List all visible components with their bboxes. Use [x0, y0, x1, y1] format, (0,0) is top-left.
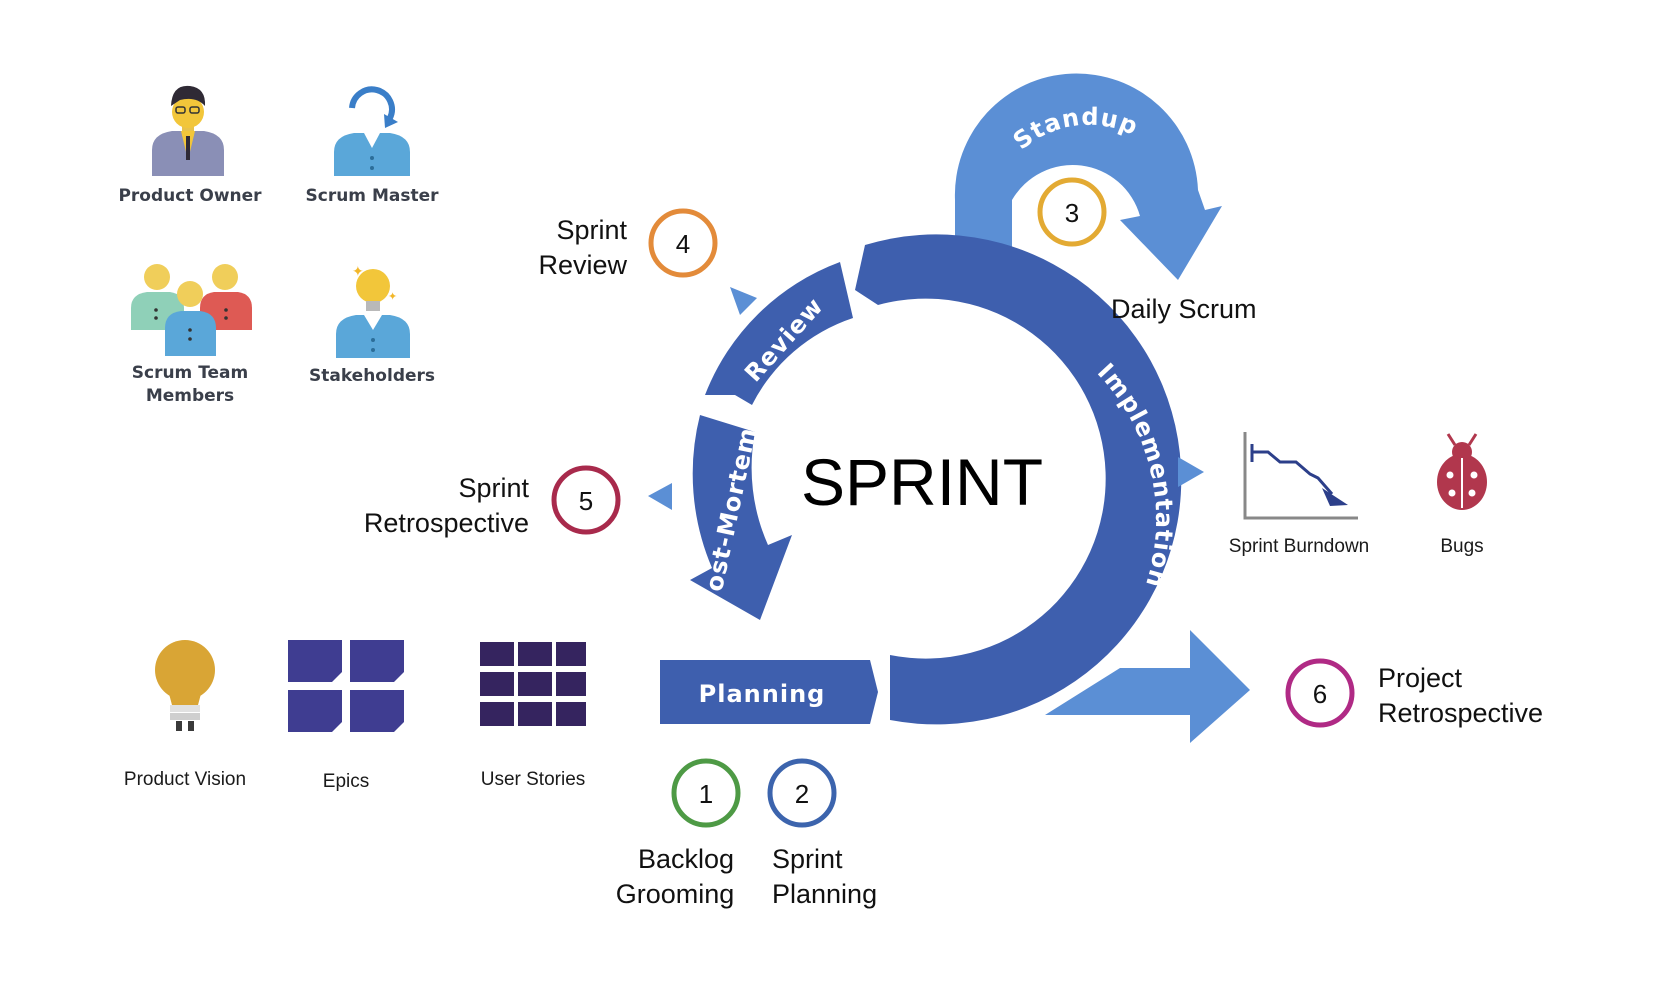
stakeholders-icon: ✦ ✦	[336, 264, 410, 358]
step-3-badge	[1037, 177, 1107, 247]
step-4-line2: Review	[538, 250, 627, 280]
implementation-ring-arrow	[855, 234, 1182, 725]
scrum-team-label-line1: Scrum Team	[132, 363, 249, 383]
burndown-chart-icon	[1243, 432, 1358, 520]
scrum-team-label-line2: Members	[146, 386, 234, 406]
step-6-number: 6	[1313, 679, 1327, 709]
step-4: 4 Sprint Review	[538, 208, 718, 280]
step-3-line1: Daily Scrum	[1111, 294, 1257, 324]
standup-loop-arrow	[954, 73, 1222, 280]
step-4-number: 4	[676, 229, 690, 259]
step-3-number: 3	[1065, 198, 1079, 228]
epics-label: Epics	[323, 771, 369, 792]
scrum-team-members-icon	[131, 264, 252, 356]
exit-arrow	[1045, 630, 1250, 743]
step-6: 6 Project Retrospective	[1285, 658, 1543, 728]
bug-icon	[1437, 433, 1487, 510]
review-pointer-icon	[730, 287, 757, 315]
step-4-line1: Sprint	[556, 215, 627, 245]
implementation-pointer-icon	[1178, 457, 1204, 487]
step-5-number: 5	[579, 486, 593, 516]
step-5-badge	[551, 465, 621, 535]
user-stories-icon	[480, 642, 586, 726]
step-2-line2: Planning	[772, 879, 877, 909]
planning-label: Planning	[699, 680, 826, 708]
step-6-badge	[1285, 658, 1355, 728]
step-1-line2: Grooming	[616, 879, 735, 909]
sprint-burndown-label: Sprint Burndown	[1229, 536, 1369, 557]
step-1-line1: Backlog	[638, 844, 734, 874]
step-2-number: 2	[795, 779, 809, 809]
product-vision-label: Product Vision	[124, 769, 246, 790]
step-2: 2 Sprint Planning	[767, 758, 877, 909]
svg-text:✦: ✦	[352, 264, 364, 280]
step-2-line1: Sprint	[772, 844, 843, 874]
post-mortem-arc-arrow	[690, 415, 792, 620]
step-3: 3 Daily Scrum	[1037, 177, 1257, 324]
step-6-line2: Retrospective	[1378, 698, 1543, 728]
retro-pointer-icon	[648, 483, 672, 510]
step-1-badge	[671, 758, 741, 828]
product-owner-label: Product Owner	[118, 186, 262, 206]
step-1-number: 1	[699, 779, 713, 809]
stakeholders-label: Stakeholders	[309, 366, 435, 386]
lightbulb-icon	[155, 640, 215, 731]
scrum-master-icon	[334, 86, 410, 176]
epics-icon	[288, 640, 404, 732]
step-2-badge	[767, 758, 837, 828]
bugs-label: Bugs	[1440, 536, 1483, 557]
step-1: 1 Backlog Grooming	[616, 758, 741, 909]
step-5-line2: Retrospective	[364, 508, 529, 538]
step-5-line1: Sprint	[458, 473, 529, 503]
product-owner-icon	[152, 85, 224, 176]
svg-text:✦: ✦	[388, 290, 397, 303]
step-6-line1: Project	[1378, 663, 1463, 693]
scrum-master-label: Scrum Master	[306, 186, 440, 206]
planning-bar	[660, 660, 878, 724]
step-4-badge	[648, 208, 718, 278]
review-arc-arrow	[705, 262, 853, 405]
user-stories-label: User Stories	[481, 769, 586, 790]
sprint-title: SPRINT	[801, 445, 1043, 519]
step-5: 5 Sprint Retrospective	[364, 465, 621, 538]
